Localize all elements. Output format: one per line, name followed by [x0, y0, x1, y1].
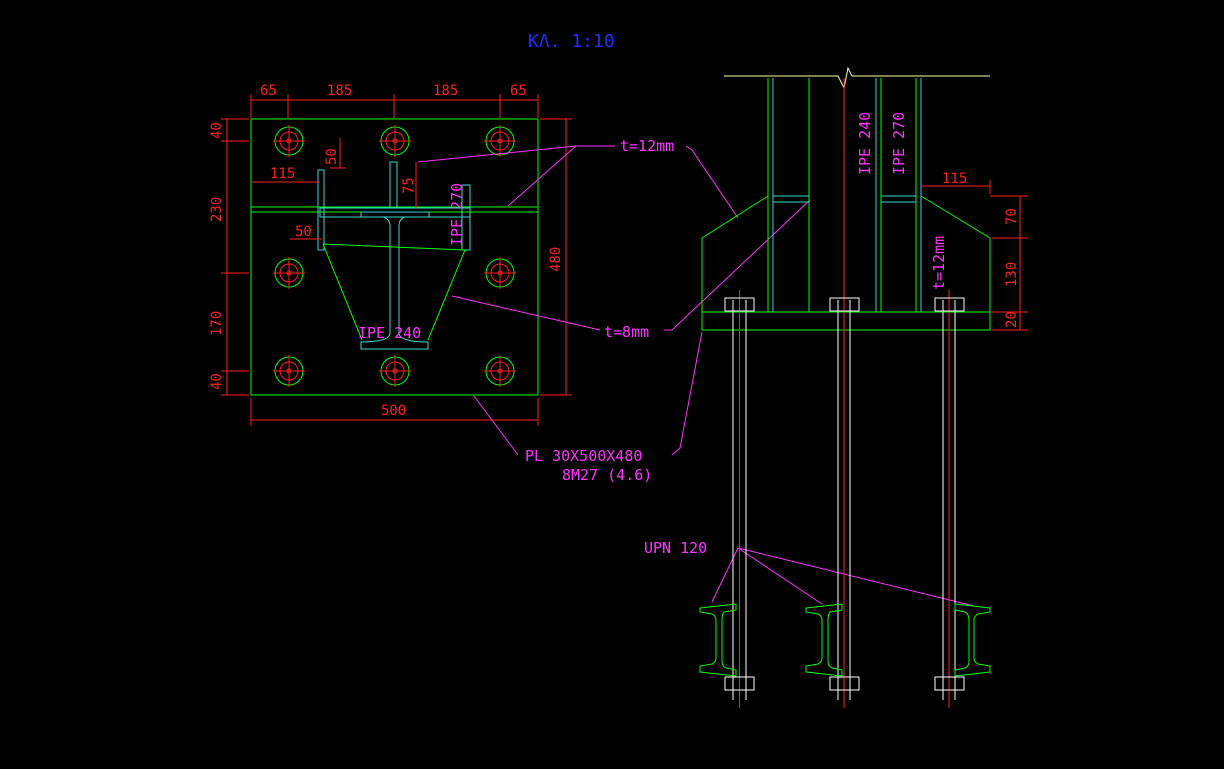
bolt-1 — [273, 125, 305, 157]
anchor-bolts — [273, 125, 516, 387]
bolt-3 — [484, 125, 516, 157]
plan-right-dimension: 480 — [540, 118, 572, 396]
break-line — [724, 66, 990, 90]
dim-right: 480 — [548, 247, 564, 272]
leader-lines — [417, 145, 975, 607]
label-plate-1: PL 30X500X480 — [525, 447, 642, 465]
dim-top-2: 185 — [327, 83, 352, 99]
plan-bottom-dimension: 500 — [250, 398, 539, 426]
plan-top-dimensions: 65 185 185 65 — [250, 83, 539, 118]
dim-elev-20: 20 — [1004, 311, 1020, 328]
elev-base-plate — [701, 311, 991, 331]
dim-elev-70: 70 — [1004, 208, 1020, 225]
plan-left-dimensions: 40 230 170 40 — [209, 118, 249, 396]
scale-title: ΚΛ. 1:10 — [528, 31, 615, 52]
plan-inner-dimensions: 115 50 50 75 — [251, 138, 417, 240]
upn-anchors — [699, 603, 991, 677]
dim-elev-115: 115 — [942, 171, 967, 187]
bolt-2 — [379, 125, 411, 157]
nuts-top — [724, 297, 965, 312]
label-t12-elev: t=12mm — [930, 236, 948, 290]
plan-view: 65 185 185 65 500 480 40 230 — [209, 83, 572, 426]
elevation-view: 70 130 20 115 IPE 240 IPE 270 t=12mm — [699, 66, 1028, 708]
dim-75: 75 — [401, 177, 417, 194]
dim-left-4: 40 — [209, 373, 225, 390]
bolt-8 — [484, 355, 516, 387]
dim-elev-130: 130 — [1004, 262, 1020, 287]
elev-top-dimension: 115 — [921, 171, 991, 194]
label-t12-plan: t=12mm — [620, 137, 674, 155]
bolt-7 — [379, 355, 411, 387]
dim-top-4: 65 — [510, 83, 527, 99]
label-upn120: UPN 120 — [644, 539, 707, 557]
dim-left-1: 40 — [209, 122, 225, 139]
bolt-4 — [273, 257, 305, 289]
dim-50-side: 50 — [295, 224, 312, 240]
dim-115: 115 — [270, 166, 295, 182]
label-ipe270-plan: IPE 270 — [448, 183, 466, 246]
dim-bottom: 500 — [381, 403, 406, 419]
dim-50-top: 50 — [324, 148, 340, 165]
elev-right-dimensions: 70 130 20 — [990, 195, 1028, 331]
label-t8: t=8mm — [604, 323, 649, 341]
base-plate-outline — [250, 118, 539, 396]
label-plate-2: 8M27 (4.6) — [562, 466, 652, 484]
label-ipe270-elev: IPE 270 — [890, 112, 908, 175]
label-ipe240-elev: IPE 240 — [856, 112, 874, 175]
anchor-rods — [732, 78, 956, 708]
nuts-bottom — [724, 676, 965, 691]
label-ipe240-plan: IPE 240 — [358, 324, 421, 342]
dim-left-3: 170 — [209, 311, 225, 336]
ipe240-section — [317, 161, 471, 350]
bolt-5 — [484, 257, 516, 289]
bolt-6 — [273, 355, 305, 387]
dim-top-1: 65 — [260, 83, 277, 99]
dim-top-3: 185 — [433, 83, 458, 99]
dim-left-2: 230 — [209, 197, 225, 222]
